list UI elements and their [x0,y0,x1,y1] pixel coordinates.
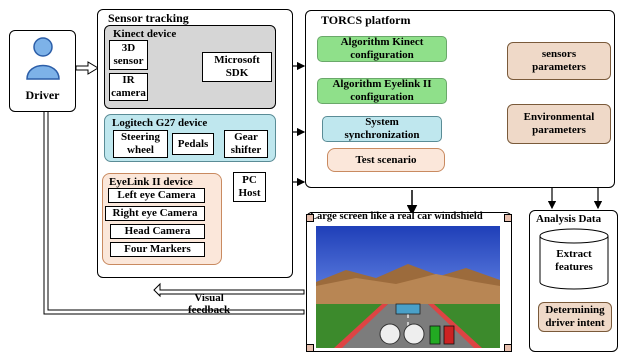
screen-corner-bl [306,344,314,352]
extract-features-label: Extract features [555,248,593,273]
screen-corner-tl [306,214,314,222]
eyelink-device-title: EyeLink II device [109,176,193,188]
torcs-platform-title: TORCS platform [321,13,411,27]
system-sync-box: System synchronization [322,116,442,142]
sensors-parameters-box: sensors parameters [507,42,611,80]
driver-to-sensor-arrow [75,61,99,75]
sensor-tracking-title: Sensor tracking [108,11,189,25]
environmental-parameters-box: Environmental parameters [507,104,611,144]
algorithm-kinect-box: Algorithm Kinect configuration [317,36,447,62]
algorithm-eyelink-box: Algorithm Eyelink II configuration [317,78,447,104]
right-eye-camera-box: Right eye Camera [105,206,205,221]
feedback-arrow-to-sensor [153,282,305,298]
pc-host-box: PC Host [233,172,266,202]
steering-wheel-box: Steering wheel [113,130,168,158]
database-cylinder-icon [539,228,609,290]
driver-label: Driver [25,88,60,102]
person-icon [26,37,60,80]
gear-shifter-box: Gear shifter [224,130,268,158]
screen-corner-tr [504,214,512,222]
head-camera-box: Head Camera [110,224,205,239]
driver-box: Driver [9,30,76,112]
four-markers-box: Four Markers [110,242,205,257]
logitech-device-title: Logitech G27 device [112,117,208,129]
screen-corner-br [504,344,512,352]
microsoft-sdk-box: Microsoft SDK [202,52,272,82]
3d-sensor-box: 3D sensor [109,40,148,70]
ir-camera-box: IR camera [109,73,148,101]
large-screen-title: Large screen like a real car windshield [310,211,483,222]
pedals-box: Pedals [172,133,214,155]
visual-feedback-label: Visual feedback [188,292,231,317]
windshield-image [316,226,500,348]
determining-driver-intent-box: Determining driver intent [538,302,612,332]
analysis-data-title: Analysis Data [536,213,602,225]
kinect-device-title: Kinect device [113,28,177,40]
left-eye-camera-box: Left eye Camera [108,188,205,203]
test-scenario-box: Test scenario [327,148,445,172]
